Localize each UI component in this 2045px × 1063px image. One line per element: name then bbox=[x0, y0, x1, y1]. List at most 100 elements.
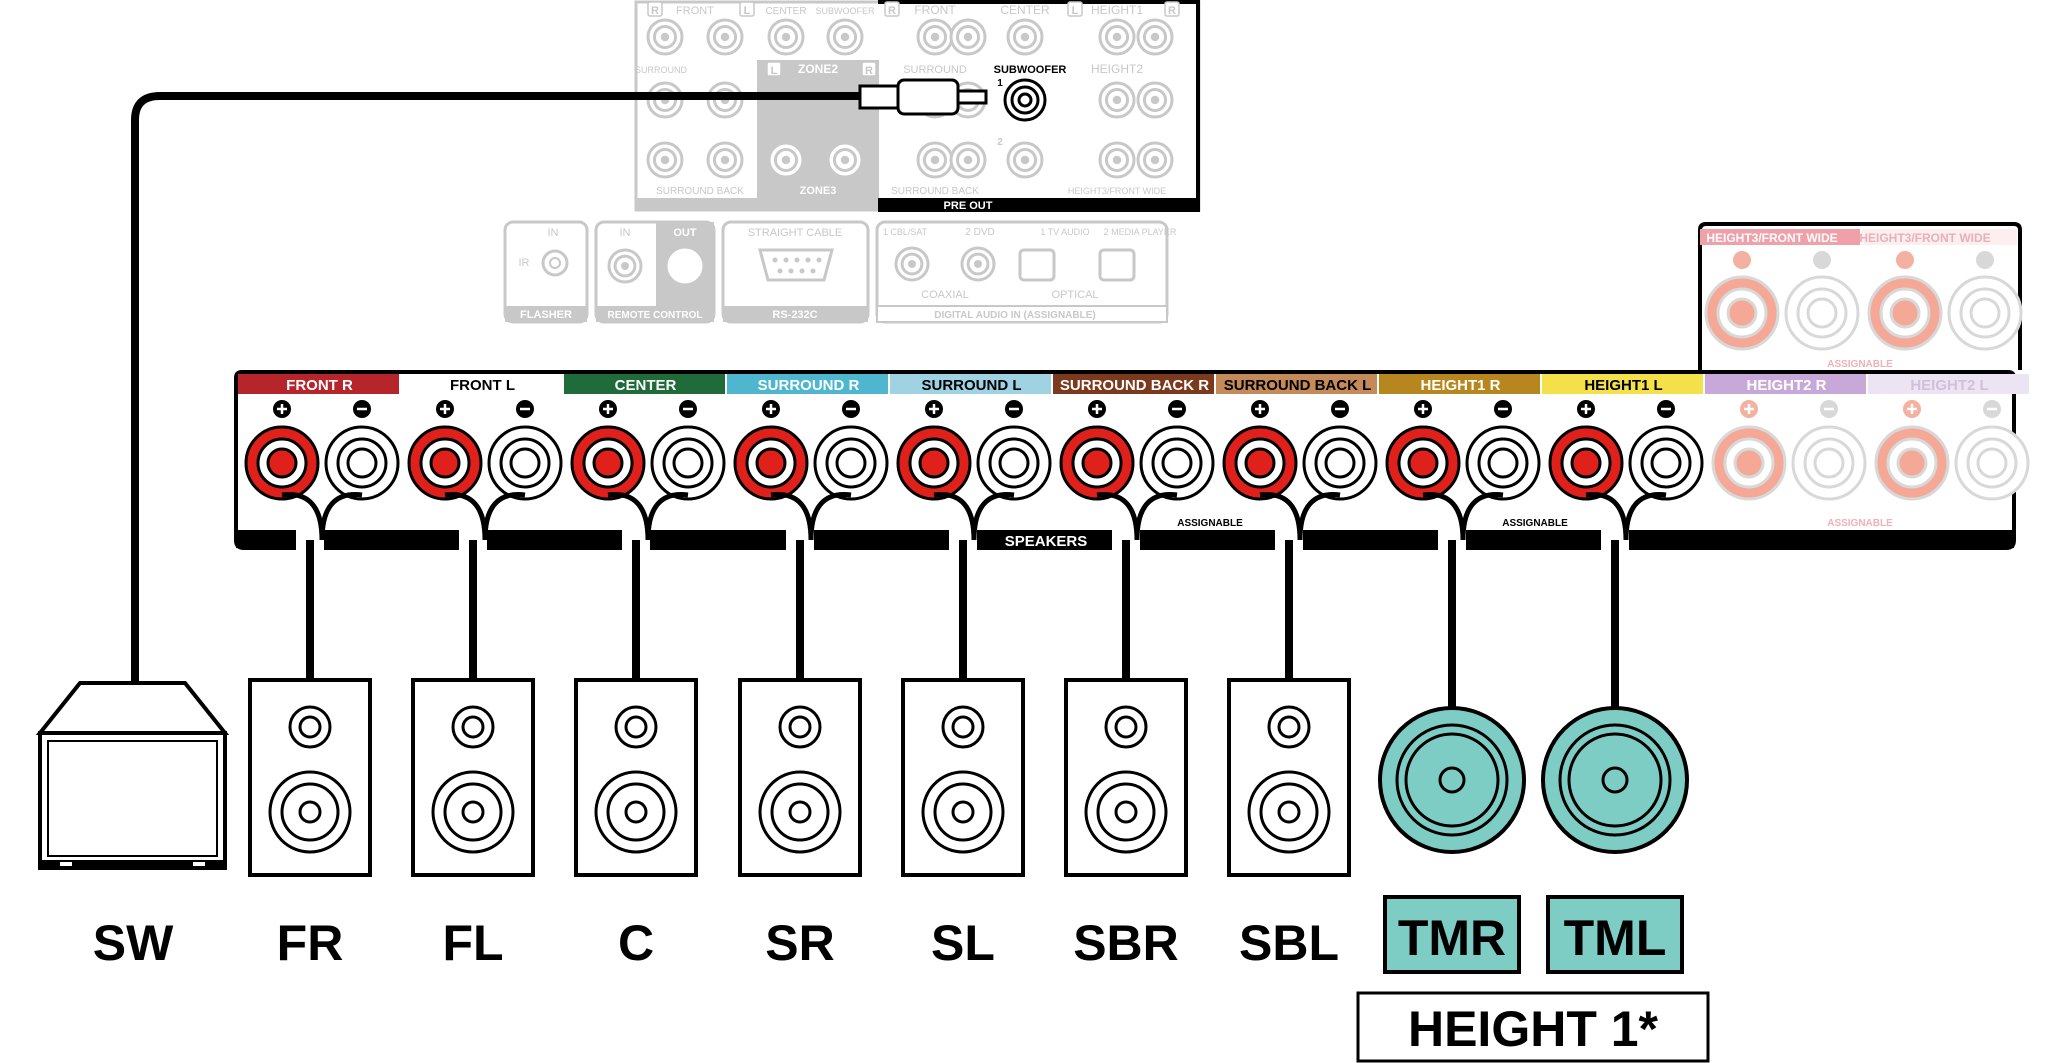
side-mark: R bbox=[647, 1, 663, 17]
woofer-cap bbox=[624, 800, 648, 824]
label-box bbox=[1546, 895, 1684, 974]
terminal-pair-front-r: FRONT R bbox=[238, 374, 400, 541]
side-mark: L bbox=[766, 61, 782, 77]
jack-pin bbox=[974, 260, 982, 268]
preout-jack bbox=[1098, 141, 1136, 179]
speaker-label-c: C bbox=[618, 915, 654, 971]
flasher-jack bbox=[541, 249, 569, 277]
speaker-wire-split bbox=[1259, 492, 1341, 541]
negative-terminal-core bbox=[1324, 447, 1356, 479]
preout-jack bbox=[1136, 81, 1174, 119]
channel-header bbox=[564, 374, 725, 394]
rs232c-bar bbox=[723, 306, 868, 322]
side-mark-box bbox=[647, 1, 663, 17]
speaker-wire bbox=[1611, 540, 1619, 710]
positive-terminal-core bbox=[429, 447, 461, 479]
preout-jack bbox=[1098, 81, 1136, 119]
input-71ch-bar bbox=[636, 198, 766, 210]
assignable-label: ASSIGNABLE bbox=[1502, 518, 1568, 529]
subwoofer-cable bbox=[131, 78, 988, 690]
channel-label: FRONT R bbox=[286, 377, 353, 394]
side-mark-box bbox=[766, 61, 782, 77]
speaker-label-fr: FR bbox=[277, 915, 344, 971]
channel-header bbox=[727, 374, 888, 394]
channel-label: HEIGHT1 L bbox=[1584, 377, 1662, 394]
side-mark: R bbox=[884, 1, 900, 17]
jack-ring bbox=[966, 252, 990, 276]
jack-pin bbox=[1150, 32, 1160, 42]
preout-jack bbox=[1098, 18, 1136, 56]
db9-pin bbox=[777, 268, 783, 274]
channel-header bbox=[890, 374, 1051, 394]
preout-label: SURROUND bbox=[903, 64, 967, 76]
height-group-text: HEIGHT 1* bbox=[1408, 1001, 1659, 1057]
preout-label: SURROUND BACK bbox=[656, 186, 744, 197]
speaker-wire-split bbox=[1096, 492, 1178, 541]
minus-mark bbox=[1813, 251, 1831, 269]
strip-gap bbox=[786, 528, 814, 550]
channel-header bbox=[1705, 374, 1866, 394]
positive-terminal-core bbox=[755, 447, 787, 479]
side-mark-box bbox=[1067, 1, 1083, 17]
optical-label: OPTICAL bbox=[1051, 289, 1098, 301]
rca-plug-head bbox=[896, 78, 960, 116]
preout-jack bbox=[1136, 141, 1174, 179]
speaker-wire bbox=[1122, 540, 1130, 680]
remote-in: IN bbox=[620, 227, 631, 239]
speaker-label-tml: TML bbox=[1546, 895, 1684, 974]
db9-pin bbox=[810, 268, 816, 274]
preout-jack bbox=[949, 141, 987, 179]
woofer-cap bbox=[951, 800, 975, 824]
subwoofer-cable-line bbox=[131, 92, 870, 690]
rs232c-top: STRAIGHT CABLE bbox=[748, 227, 843, 239]
preout-title: PRE OUT bbox=[944, 200, 993, 212]
terminal-core bbox=[1969, 297, 2001, 329]
negative-terminal-core bbox=[1487, 447, 1519, 479]
strip-gap bbox=[622, 528, 650, 550]
preout-label: HEIGHT2 bbox=[1091, 62, 1143, 76]
side-mark: L bbox=[1067, 1, 1083, 17]
subwoofer-base bbox=[40, 860, 225, 868]
plus-glyph bbox=[1744, 404, 1754, 414]
preout-title-bar bbox=[878, 198, 1198, 211]
negative-terminal-core bbox=[346, 447, 378, 479]
channel-label: SURROUND L bbox=[922, 377, 1022, 394]
jack-pin bbox=[681, 262, 689, 270]
strip-gap bbox=[1275, 528, 1303, 550]
jack-pin bbox=[840, 155, 850, 165]
side-mark: L bbox=[739, 1, 755, 17]
height-group-label: HEIGHT 1* bbox=[1356, 991, 1710, 1063]
jack-ring bbox=[922, 147, 948, 173]
jack-ring bbox=[652, 24, 678, 50]
db9-pin bbox=[816, 257, 822, 263]
plus-mark bbox=[1733, 251, 1751, 269]
woofer-cap bbox=[298, 800, 322, 824]
terminal-pair-center: CENTER bbox=[564, 374, 726, 541]
jack-ring bbox=[1104, 147, 1130, 173]
jack-ring bbox=[1012, 24, 1038, 50]
preout-jack bbox=[1136, 18, 1174, 56]
tweeter-dome bbox=[298, 715, 322, 739]
side-mark-text: L bbox=[771, 65, 778, 77]
positive-terminal-core bbox=[266, 447, 298, 479]
jack-center bbox=[1017, 92, 1033, 108]
preout-label: HEIGHT1 bbox=[1091, 3, 1143, 17]
speakers-label: SPEAKERS bbox=[1005, 533, 1088, 550]
bookshelf-speaker bbox=[1064, 678, 1188, 877]
bookshelf-speaker bbox=[248, 678, 372, 877]
channel-header bbox=[401, 374, 562, 394]
strip-gap bbox=[1438, 528, 1466, 550]
preout-label: 7.1CH IN bbox=[677, 202, 722, 214]
side-mark-text: R bbox=[888, 5, 896, 17]
preout-label: ZONE3 bbox=[800, 185, 837, 197]
jack-ring bbox=[773, 147, 799, 173]
jack-ring bbox=[1142, 87, 1168, 113]
height3-label: HEIGHT3/FRONT WIDE bbox=[1859, 231, 1990, 245]
jack-ring bbox=[955, 24, 981, 50]
jack-pin bbox=[930, 32, 940, 42]
height3-r-header bbox=[1700, 229, 1860, 245]
height-group-box bbox=[1356, 991, 1710, 1063]
subwoofer-foot bbox=[193, 862, 205, 866]
